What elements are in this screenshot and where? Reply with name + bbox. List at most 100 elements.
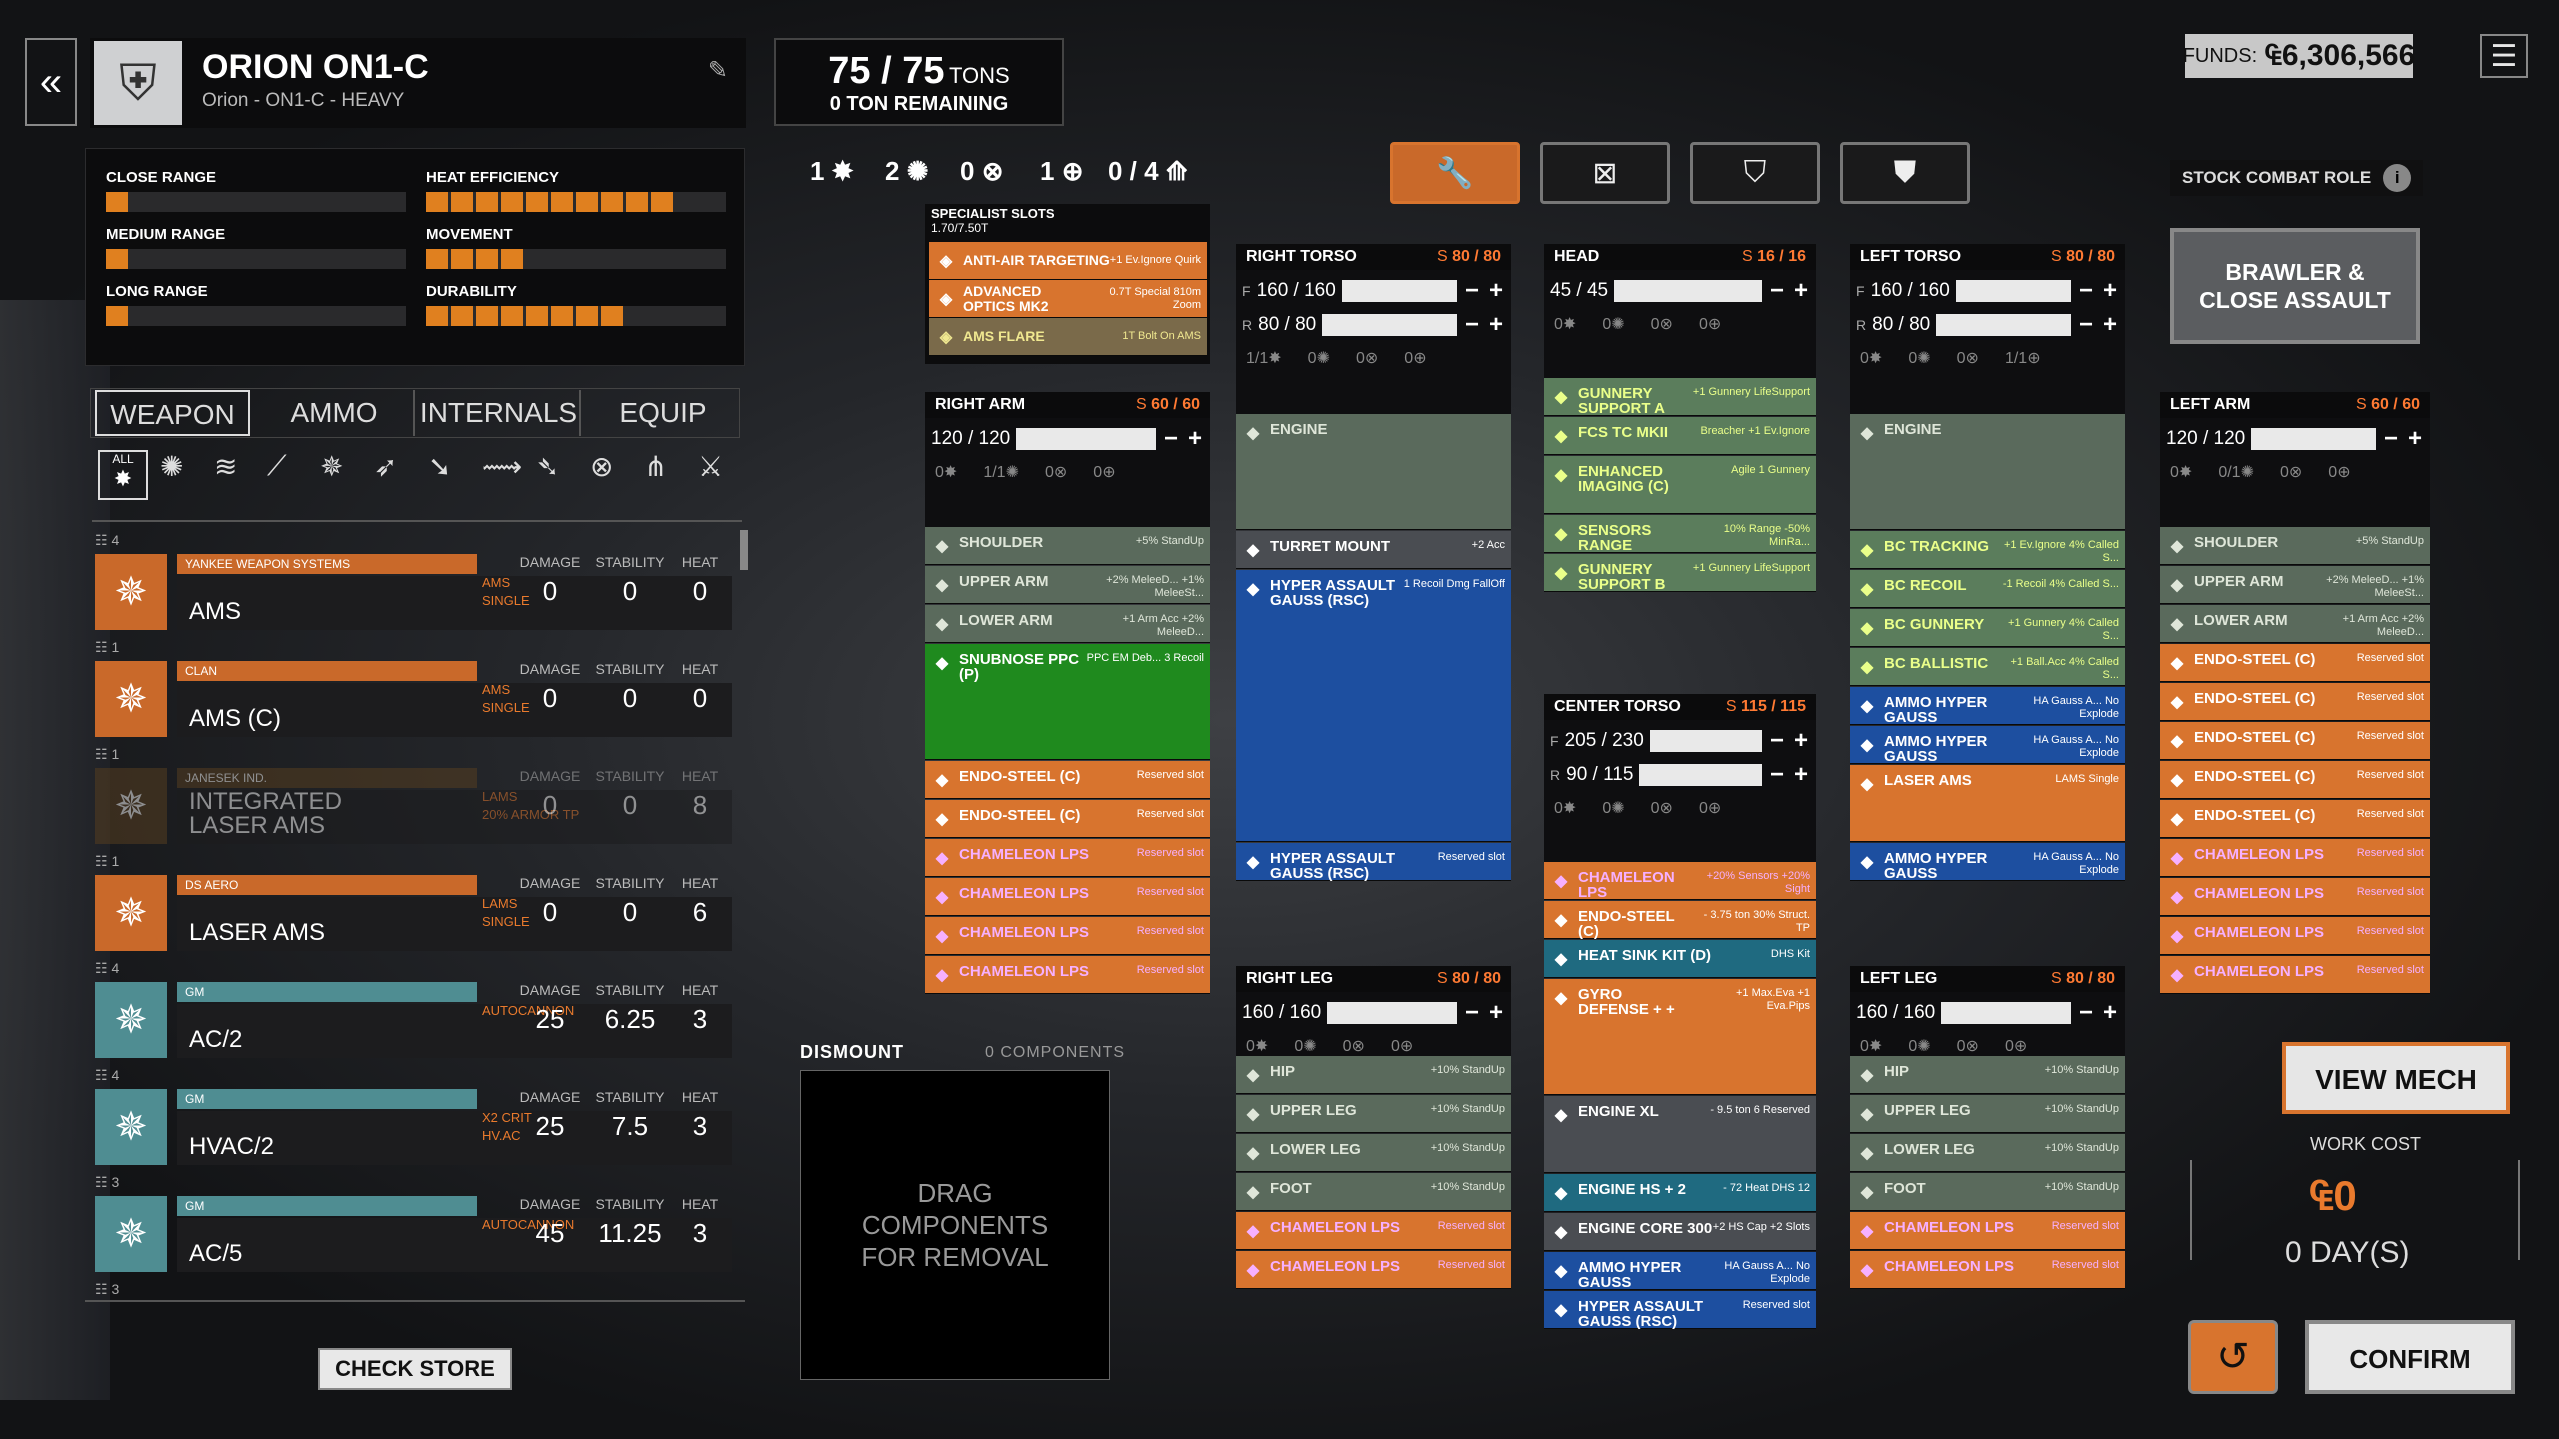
component-slot[interactable]: ◆LOWER LEG+10% StandUp	[1236, 1134, 1511, 1172]
component-slot[interactable]: ◆ENDO-STEEL (C)Reserved slot	[2160, 683, 2430, 721]
rename-icon[interactable]: ✎	[707, 57, 728, 84]
specialist-slot[interactable]: ◈ANTI-AIR TARGETING+1 Ev.Ignore Quirk	[929, 242, 1207, 280]
component-slot[interactable]: ◆HYPER ASSAULT GAUSS (RSC)1 Recoil Dmg F…	[1236, 570, 1511, 842]
component-slot[interactable]: ◆LOWER ARM+1 Arm Acc +2% MeleeD...	[2160, 605, 2430, 643]
component-slot[interactable]: ◆ENGINE XL- 9.5 ton 6 Reserved	[1544, 1096, 1816, 1173]
component-slot[interactable]: ◆ENDO-STEEL (C)Reserved slot	[925, 800, 1210, 838]
armor-bar[interactable]	[1955, 280, 2071, 302]
reset-button[interactable]: ↺	[2188, 1320, 2278, 1394]
component-slot[interactable]: ◆GUNNERY SUPPORT A+1 Gunnery LifeSupport	[1544, 378, 1816, 416]
component-slot[interactable]: ◆HIP+10% StandUp	[1850, 1056, 2125, 1094]
component-slot[interactable]: ◆ENDO-STEEL (C)Reserved slot	[2160, 800, 2430, 838]
armor-bar[interactable]	[1936, 314, 2071, 336]
minus-button[interactable]: −	[1769, 277, 1784, 304]
minus-button[interactable]: −	[1769, 761, 1784, 788]
component-slot[interactable]: ◆GUNNERY SUPPORT B+1 Gunnery LifeSupport	[1544, 553, 1816, 592]
plus-button[interactable]: +	[1793, 761, 1808, 788]
component-slot[interactable]: ◆SHOULDER+5% StandUp	[2160, 527, 2430, 565]
filter-missile-icon[interactable]: ➶	[374, 451, 398, 482]
component-slot[interactable]: ◆SHOULDER+5% StandUp	[925, 527, 1210, 565]
armor-bar[interactable]	[2251, 428, 2376, 450]
menu-button[interactable]: ☰	[2480, 34, 2528, 78]
component-slot[interactable]: ◆ENGINE	[1236, 414, 1511, 530]
component-slot[interactable]: ◆BC BALLISTIC+1 Ball.Acc 4% Called S...	[1850, 648, 2125, 686]
component-slot[interactable]: ◆ENDO-STEEL (C)Reserved slot	[2160, 722, 2430, 760]
component-slot[interactable]: ◆BC TRACKING+1 Ev.Ignore 4% Called S...	[1850, 531, 2125, 569]
filter-ppc-icon[interactable]: ✵	[320, 451, 344, 482]
minus-button[interactable]: −	[1769, 727, 1784, 754]
component-slot[interactable]: ◆HEAT SINK KIT (D)DHS Kit	[1544, 940, 1816, 978]
check-store-button[interactable]: CHECK STORE	[318, 1348, 512, 1390]
view-mech-button[interactable]: VIEW MECH	[2282, 1042, 2510, 1114]
component-slot[interactable]: ◆UPPER ARM+2% MeleeD... +1% MeleeSt...	[925, 566, 1210, 604]
component-slot[interactable]: ◆ENHANCED IMAGING (C)Agile 1 Gunnery	[1544, 456, 1816, 514]
armor-bar[interactable]	[1322, 314, 1457, 336]
plus-button[interactable]: +	[1793, 277, 1808, 304]
component-slot[interactable]: ◆ENDO-STEEL (C)- 3.75 ton 30% Struct. TP	[1544, 901, 1816, 939]
armor-bar[interactable]	[1327, 1002, 1457, 1024]
filter-gauss-icon[interactable]: ⟿	[482, 451, 523, 482]
plus-button[interactable]: +	[2102, 999, 2117, 1026]
component-slot[interactable]: ◆SNUBNOSE PPC (P)PPC EM Deb... 3 Recoil	[925, 644, 1210, 760]
filter-all[interactable]: ALL✸	[98, 450, 148, 500]
component-slot[interactable]: ◆ENGINE CORE 300+2 HS Cap +2 Slots	[1544, 1213, 1816, 1251]
component-slot[interactable]: ◆UPPER LEG+10% StandUp	[1850, 1095, 2125, 1133]
filter-laser-icon[interactable]: ≋	[214, 451, 238, 482]
component-slot[interactable]: ◆ENGINE HS + 2- 72 Heat DHS 12	[1544, 1174, 1816, 1212]
plus-button[interactable]: +	[1488, 999, 1503, 1026]
component-slot[interactable]: ◆ENDO-STEEL (C)Reserved slot	[925, 761, 1210, 799]
component-slot[interactable]: ◆ENDO-STEEL (C)Reserved slot	[2160, 761, 2430, 799]
armor-bar[interactable]	[1639, 764, 1762, 786]
plus-button[interactable]: +	[2407, 425, 2422, 452]
component-slot[interactable]: ◆BC RECOIL-1 Recoil 4% Called S...	[1850, 570, 2125, 608]
plus-button[interactable]: +	[1793, 727, 1808, 754]
minus-button[interactable]: −	[2078, 999, 2093, 1026]
armor-bar[interactable]	[1016, 428, 1156, 450]
tab-ammo[interactable]: AMMO	[255, 390, 415, 436]
component-slot[interactable]: ◆CHAMELEON LPS+20% Sensors +20% Sight	[1544, 862, 1816, 900]
component-slot[interactable]: ◆LOWER ARM+1 Arm Acc +2% MeleeD...	[925, 605, 1210, 643]
minus-button[interactable]: −	[2078, 277, 2093, 304]
plus-button[interactable]: +	[1187, 425, 1202, 452]
component-slot[interactable]: ◆HYPER ASSAULT GAUSS (RSC)Reserved slot	[1236, 843, 1511, 881]
component-slot[interactable]: ◆HYPER ASSAULT GAUSS (RSC)Reserved slot	[1544, 1291, 1816, 1329]
component-slot[interactable]: ◆FOOT+10% StandUp	[1236, 1173, 1511, 1211]
tab-equip[interactable]: EQUIP	[619, 397, 707, 428]
minus-button[interactable]: −	[1464, 311, 1479, 338]
filter-flamer-icon[interactable]: ➴	[536, 451, 560, 482]
filter-special-icon[interactable]: ⚔	[698, 451, 724, 482]
component-slot[interactable]: ◆ENDO-STEEL (C)Reserved slot	[2160, 644, 2430, 682]
minus-button[interactable]: −	[1163, 425, 1178, 452]
filter-ballistic-icon[interactable]: ⟋	[267, 450, 287, 481]
plus-button[interactable]: +	[1488, 277, 1503, 304]
armor-bar[interactable]	[1614, 280, 1762, 302]
back-button[interactable]: «	[25, 38, 77, 126]
tool-button-strip[interactable]: ⊠	[1540, 142, 1670, 204]
filter-ams-icon[interactable]: ⊗	[590, 451, 614, 482]
info-icon[interactable]: i	[2383, 164, 2412, 192]
armor-bar[interactable]	[1649, 730, 1762, 752]
component-slot[interactable]: ◆BC GUNNERY+1 Gunnery 4% Called S...	[1850, 609, 2125, 647]
filter-srm-icon[interactable]: ➘	[428, 451, 452, 482]
tool-button-max-armor[interactable]: ⛊	[1840, 142, 1970, 204]
tab-internals[interactable]: INTERNALS	[418, 390, 581, 436]
component-slot[interactable]: ◆TURRET MOUNT+2 Acc	[1236, 531, 1511, 569]
plus-button[interactable]: +	[2102, 277, 2117, 304]
